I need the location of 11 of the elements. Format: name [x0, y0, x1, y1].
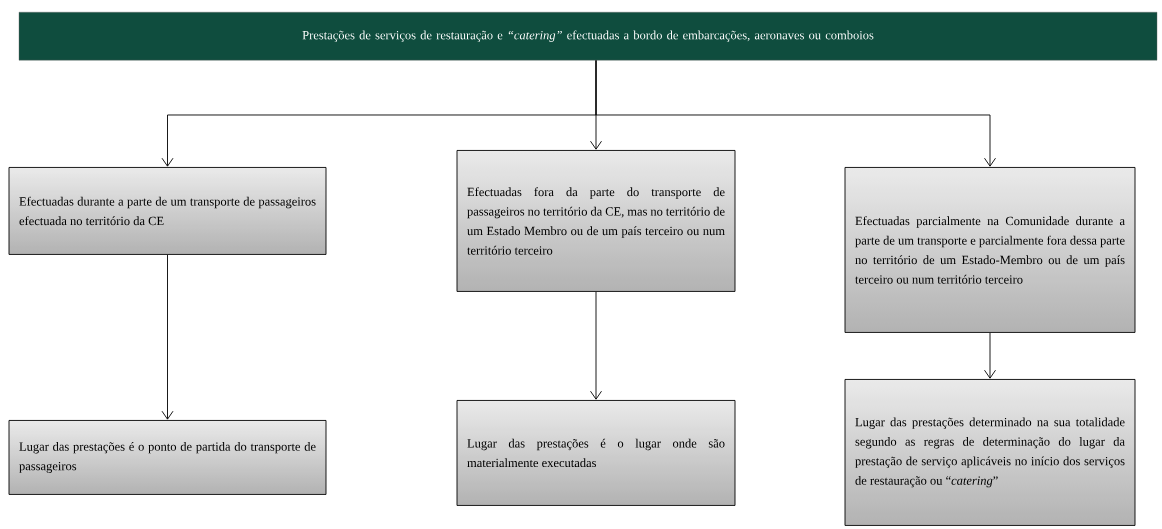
arrow [161, 254, 174, 420]
process-box: Lugar das prestações é o lugar onde são materialmente executadas [456, 400, 736, 506]
process-box: Efectuadas fora da parte do transporte de passageiros no território da CE, mas no território de um Estado Membro ou de um país terceiro ou num território terceiro [456, 150, 736, 292]
title-banner: Prestações de serviços de restauração e “catering” efectuadas a bordo de embarcações, aeronaves ou comboios [18, 12, 1158, 61]
process-box: Lugar das prestações é o ponto de partida do transporte de passageiros [8, 420, 327, 495]
arrow [590, 291, 602, 400]
arrow [984, 332, 996, 379]
process-box: Efectuadas parcialmente na Comunidade durante a parte de um transporte e parcialmente fora dessa parte no território de um Estado-Membro ou de um país terceiro ou num território terceiro [844, 167, 1136, 333]
process-box: Lugar das prestações determinado na sua totalidade segundo as regras de determinação do lugar da prestação de serviço aplicáveis no início dos serviços de restauração ou “catering” [844, 379, 1136, 526]
process-box: Efectuadas durante a parte de um transporte de passageiros efectuada no território da CE [8, 167, 327, 255]
arrow [595, 59, 996, 167]
